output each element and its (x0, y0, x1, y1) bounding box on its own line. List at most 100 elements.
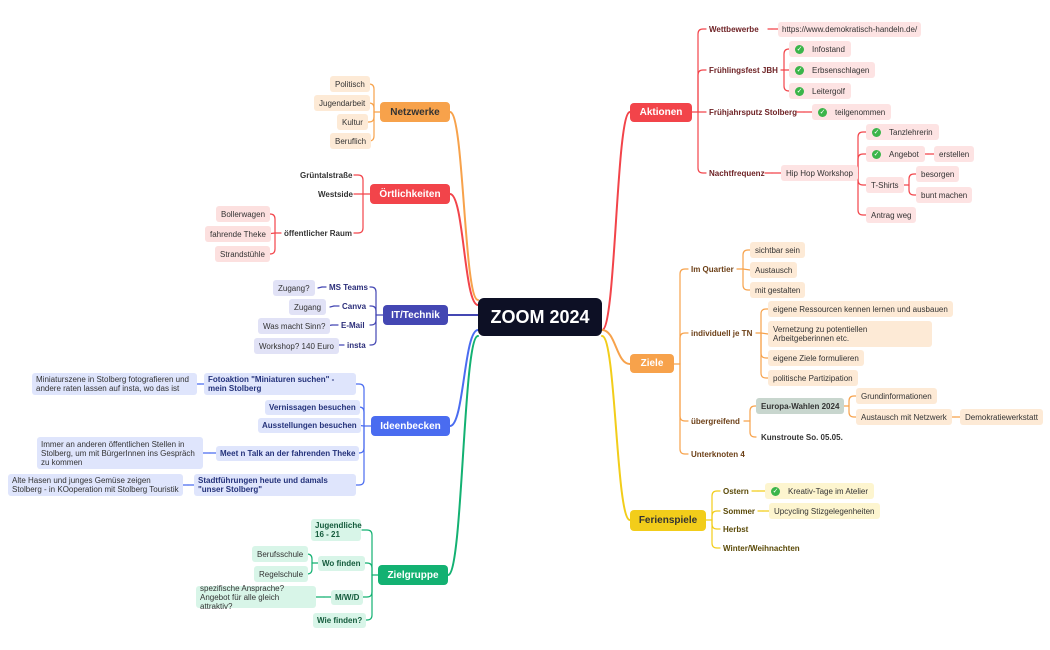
zg-wiefinden[interactable]: Wie finden? (313, 613, 367, 628)
ziele-zieleform[interactable]: eigene Ziele formulieren (768, 350, 864, 366)
tanzlehrerin-label: Tanzlehrerin (889, 127, 933, 137)
aktionen-nachtfrequenz[interactable]: Nachtfrequenz (709, 169, 765, 178)
topic-ferienspiele[interactable]: Ferienspiele (630, 510, 706, 531)
netzwerke-beruflich[interactable]: Beruflich (330, 133, 372, 149)
ort-raum[interactable]: öffentlicher Raum (284, 229, 353, 238)
angebot-label: Angebot (889, 149, 919, 159)
central-topic[interactable]: ZOOM 2024 (478, 298, 602, 336)
ziele-uebergreifend[interactable]: übergreifend (691, 417, 740, 426)
ferien-ostern[interactable]: Ostern (723, 487, 749, 496)
ziele-quartier[interactable]: Im Quartier (691, 265, 734, 274)
link-europa-branch-1 (848, 405, 857, 418)
ideen-stadtfuehrungen[interactable]: Stadtführungen heute und damals "unser S… (194, 474, 356, 496)
ideen-stadt-note[interactable]: Alte Hasen und junges Gemüse zeigen Stol… (8, 474, 183, 496)
netzwerke-politisch[interactable]: Politisch (330, 76, 370, 92)
it-email[interactable]: E-Mail (341, 321, 365, 330)
ziele-austausch-netzwerk[interactable]: Austausch mit Netzwerk (856, 409, 952, 425)
topic-oertlichkeiten[interactable]: Örtlichkeiten (370, 184, 450, 204)
ziele-mitgestalten[interactable]: mit gestalten (750, 282, 806, 298)
infostand-label: Infostand (812, 44, 845, 54)
zg-berufsschule[interactable]: Berufsschule (252, 546, 309, 562)
it-workshop[interactable]: Workshop? 140 Euro (254, 338, 340, 354)
aktionen-angebot[interactable]: ✓Angebot (866, 146, 925, 162)
aktionen-tshirts[interactable]: T-Shirts (866, 177, 904, 193)
link-ziele-branch-2 (679, 363, 689, 422)
aktionen-fruehlingsfest[interactable]: Frühlingsfest JBH (709, 66, 778, 75)
it-sinn[interactable]: Was macht Sinn? (258, 318, 331, 334)
ziele-europa[interactable]: Europa-Wahlen 2024 (756, 398, 845, 414)
zg-regelschule[interactable]: Regelschule (254, 566, 309, 582)
topic-netzwerke[interactable]: Netzwerke (380, 102, 450, 122)
aktionen-erbsenschlagen[interactable]: ✓Erbsenschlagen (789, 62, 876, 78)
ferien-herbst[interactable]: Herbst (723, 525, 749, 534)
ferien-upcycling[interactable]: Upcycling Stizgelegenheiten (769, 503, 880, 519)
aktionen-leitergolf[interactable]: ✓Leitergolf (789, 83, 851, 99)
aktionen-wettbewerbe[interactable]: Wettbewerbe (709, 25, 759, 34)
ziele-kunstroute[interactable]: Kunstroute So. 05.05. (761, 432, 843, 442)
ort-gruental[interactable]: Grüntalstraße (300, 171, 353, 180)
aktionen-hiphop[interactable]: Hip Hop Workshop (781, 165, 858, 181)
aktionen-antrag[interactable]: Antrag weg (866, 207, 917, 223)
aktionen-fruehjahrsputz[interactable]: Frühjahrsputz Stolberg (709, 108, 797, 117)
aktionen-bunt-machen[interactable]: bunt machen (916, 187, 973, 203)
link-center-ziele (601, 329, 631, 365)
ziele-ressourcen[interactable]: eigene Ressourcen kennen lernen und ausb… (768, 301, 953, 317)
link-ziele-branch-3 (679, 363, 689, 455)
link-hiphop-branch-1 (857, 153, 867, 174)
ort-strandstuehle[interactable]: Strandstühle (215, 246, 270, 262)
zg-ansprache[interactable]: spezifische Ansprache? Angebot für alle … (196, 584, 316, 611)
aktionen-wettbewerbe-url[interactable]: https://www.demokratisch-handeln.de/ (778, 22, 922, 37)
topic-aktionen[interactable]: Aktionen (630, 103, 692, 122)
ort-fahrende-theke[interactable]: fahrende Theke (205, 226, 271, 242)
ziele-partizipation[interactable]: politische Partizipation (768, 370, 858, 386)
ideen-fotoaktion[interactable]: Fotoaktion "Miniaturen suchen" - mein St… (204, 373, 356, 395)
ideen-meet-note[interactable]: Immer an anderen öffentlichen Stellen in… (37, 437, 203, 469)
it-insta[interactable]: insta (347, 341, 366, 350)
ferien-kreativ[interactable]: ✓Kreativ-Tage im Atelier (765, 483, 875, 499)
link-individuell-branch-0 (760, 308, 769, 334)
check-icon: ✓ (795, 86, 804, 96)
aktionen-infostand[interactable]: ✓Infostand (789, 41, 851, 57)
ferien-winter[interactable]: Winter/Weihnachten (723, 544, 800, 553)
aktionen-teilgenommen[interactable]: ✓teilgenommen (812, 104, 892, 120)
link-hiphop-branch-3 (857, 172, 867, 216)
ziele-demokratiewerkstatt[interactable]: Demokratiewerkstatt (960, 409, 1043, 425)
link-aktionen-branch-0 (697, 28, 707, 113)
ferien-sommer[interactable]: Sommer (723, 507, 756, 516)
topic-ziele[interactable]: Ziele (630, 354, 674, 373)
link-it-branch-3 (369, 314, 377, 346)
it-zugang[interactable]: Zugang (289, 299, 327, 315)
ort-westside[interactable]: Westside (318, 190, 353, 199)
zg-wofinden[interactable]: Wo finden (318, 556, 365, 571)
link-ferienspiele-branch-3 (711, 519, 721, 549)
ziele-individuell[interactable]: individuell je TN (691, 329, 753, 338)
ideen-ausstellungen[interactable]: Ausstellungen besuchen (258, 418, 361, 433)
ideen-meet[interactable]: Meet n Talk an der fahrenden Theke (216, 446, 360, 461)
link-ferienspiele-branch-0 (711, 490, 721, 521)
it-canva[interactable]: Canva (342, 302, 367, 311)
netzwerke-jugendarbeit[interactable]: Jugendarbeit (314, 95, 371, 111)
ideen-vernissagen[interactable]: Vernissagen besuchen (265, 400, 360, 415)
ziele-austausch[interactable]: Austausch (750, 262, 798, 278)
topic-it-technik[interactable]: IT/Technik (383, 305, 448, 325)
link-quartier-branch-1 (742, 268, 751, 271)
aktionen-tanzlehrerin[interactable]: ✓Tanzlehrerin (866, 124, 939, 140)
ziele-unterknoten[interactable]: Unterknoten 4 (691, 450, 745, 459)
ideen-fotoaktion-note[interactable]: Miniaturszene in Stolberg fotografieren … (32, 373, 197, 395)
zg-jugendliche[interactable]: Jugendliche 16 - 21 (311, 519, 362, 541)
zg-mwd[interactable]: M/W/D (331, 590, 364, 605)
link-aktionen-branch-1 (697, 69, 707, 113)
ziele-vernetzung[interactable]: Vernetzung zu potentiellen Arbeitgeberin… (768, 321, 932, 347)
ziele-grundinfo[interactable]: Grundinformationen (856, 388, 937, 404)
it-msteams[interactable]: MS Teams (329, 283, 368, 292)
topic-zielgruppe[interactable]: Zielgruppe (378, 565, 448, 585)
netzwerke-kultur[interactable]: Kultur (337, 114, 368, 130)
ziele-sichtbar[interactable]: sichtbar sein (750, 242, 805, 258)
link-individuell-branch-1 (760, 332, 769, 335)
topic-ideenbecken[interactable]: Ideenbecken (371, 416, 450, 436)
aktionen-besorgen[interactable]: besorgen (916, 166, 960, 182)
link-europa-branch-0 (848, 395, 857, 407)
ort-bollerwagen[interactable]: Bollerwagen (216, 206, 271, 222)
it-zugang-frage[interactable]: Zugang? (273, 280, 315, 296)
aktionen-erstellen[interactable]: erstellen (934, 146, 975, 162)
